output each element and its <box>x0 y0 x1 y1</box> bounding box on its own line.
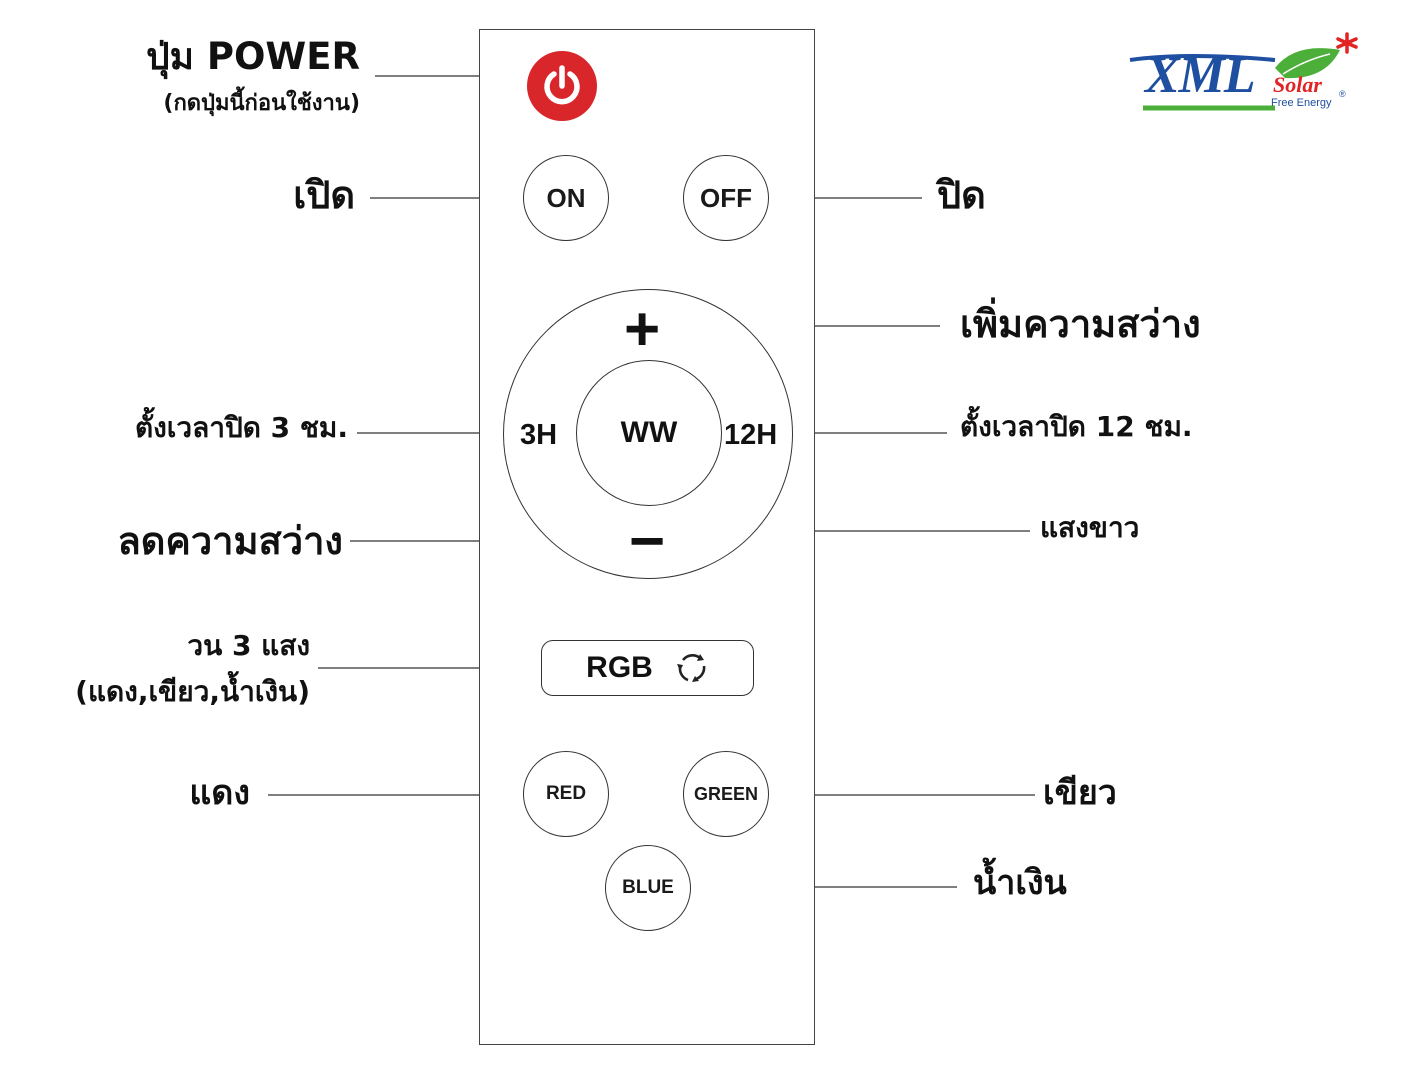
off-button[interactable]: OFF <box>683 155 769 241</box>
on-button[interactable]: ON <box>523 155 609 241</box>
timer-12h-label: ตั้งเวลาปิด 12 ชม. <box>960 410 1193 443</box>
dimmer-label: ลดความสว่าง <box>117 519 343 563</box>
brightness-ring <box>503 289 793 579</box>
power-title-label: ปุ่ม POWER <box>146 35 360 78</box>
white-light-label: แสงขาว <box>1040 511 1140 544</box>
power-icon <box>544 65 580 105</box>
power-note-label: (กดปุ่มนี้ก่อนใช้งาน) <box>163 91 360 116</box>
rgb-label-line1: วน 3 แสง <box>187 629 310 662</box>
timer-3h-label: ตั้งเวลาปิด 3 ชม. <box>134 411 348 444</box>
brighter-label: เพิ่มความสว่าง <box>960 302 1201 346</box>
green-label: เขียว <box>1043 773 1117 813</box>
logo-registered-mark: ® <box>1339 89 1346 99</box>
xml-solar-logo <box>1129 32 1358 111</box>
blue-label: น้ำเงิน <box>973 863 1067 903</box>
on-label: เปิด <box>293 173 355 217</box>
brand-logo: XML Solar Free Energy ® <box>1125 30 1365 120</box>
power-button[interactable] <box>527 51 597 121</box>
rgb-label: RGB <box>586 651 653 684</box>
ww-label: WW <box>620 416 678 449</box>
rgb-button[interactable]: RGB <box>541 640 754 696</box>
ww-button[interactable]: WW <box>576 360 722 506</box>
cycle-icon <box>676 654 706 682</box>
off-label: ปิด <box>937 173 986 217</box>
logo-brand: XML <box>1145 47 1256 104</box>
green-button[interactable]: GREEN <box>683 751 769 837</box>
blue-button[interactable]: BLUE <box>605 845 691 931</box>
red-label: แดง <box>189 773 250 813</box>
brightness-up-button[interactable]: + <box>624 295 661 364</box>
logo-tagline: Free Energy <box>1271 97 1332 109</box>
logo-sub: Solar <box>1273 72 1322 97</box>
brightness-down-button[interactable]: − <box>629 507 666 576</box>
red-button[interactable]: RED <box>523 751 609 837</box>
rgb-label-line2: (แดง,เขียว,น้ำเงิน) <box>75 675 310 708</box>
timer-12h-button[interactable]: 12H <box>724 419 778 451</box>
timer-3h-button[interactable]: 3H <box>520 419 558 451</box>
